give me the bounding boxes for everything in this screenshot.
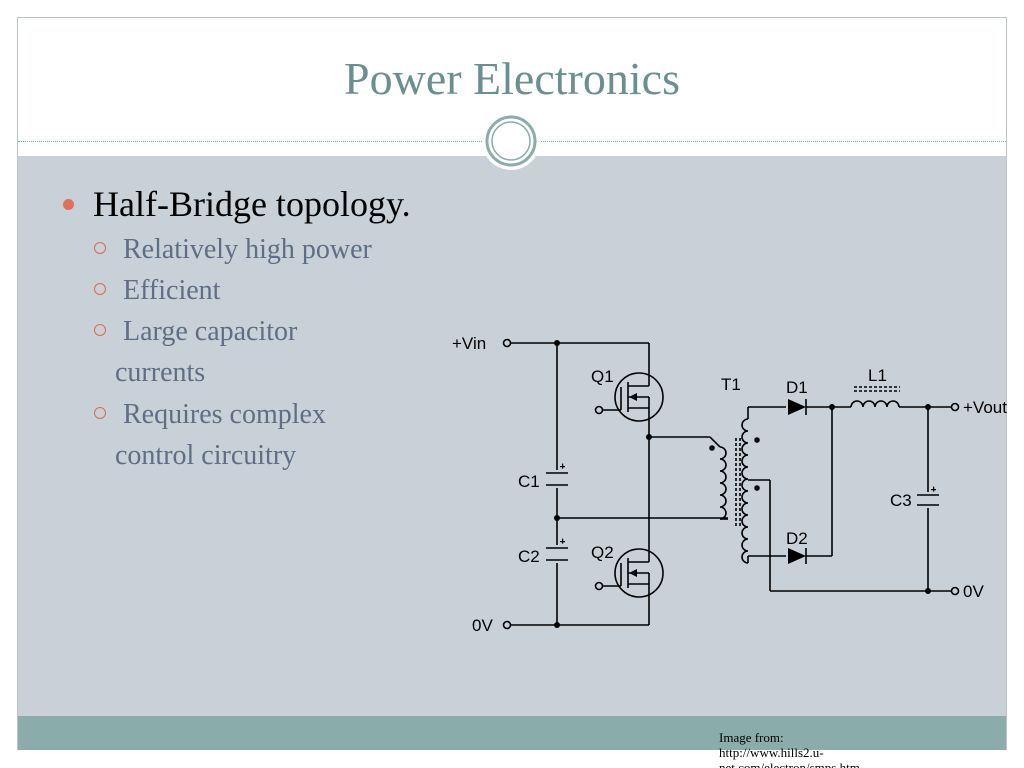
footer-band xyxy=(18,716,1006,750)
label-c2: C2 xyxy=(518,547,540,566)
label-0v-in: 0V xyxy=(472,616,493,635)
ring-bullet-icon xyxy=(94,242,106,254)
content-panel xyxy=(18,156,1006,716)
credit-url-cont: net.com/electron/smps.htm xyxy=(719,760,860,768)
label-c1: C1 xyxy=(518,472,540,491)
label-d2: D2 xyxy=(786,529,808,548)
sub-bullet-text-cont: currents xyxy=(115,357,206,388)
credit-url: http://www.hills2.u- xyxy=(719,745,824,760)
circle-ornament-icon xyxy=(482,112,540,170)
label-q1: Q1 xyxy=(591,367,614,386)
bullet-main-text: Half-Bridge topology. xyxy=(93,184,411,224)
label-q2: Q2 xyxy=(591,543,614,562)
label-d1: D1 xyxy=(786,378,808,397)
bullet-dot-icon xyxy=(63,199,74,210)
label-l1: L1 xyxy=(868,366,887,385)
sub-bullet-text: Requires complex xyxy=(123,399,326,430)
label-c3: C3 xyxy=(890,491,912,510)
slide-title: Power Electronics xyxy=(344,53,680,104)
image-credit: Image from: http://www.hills2.u- net.com… xyxy=(719,730,899,768)
sub-bullet-text: Relatively high power xyxy=(123,234,372,265)
ring-bullet-icon xyxy=(94,407,106,419)
half-bridge-schematic: +Vin 0V +Vout 0V Q1 Q2 C1 C2 C3 T1 D1 D2… xyxy=(452,334,1007,635)
label-t1: T1 xyxy=(721,375,741,394)
ring-bullet-icon xyxy=(94,324,106,336)
ring-bullet-icon xyxy=(94,283,106,295)
sub-bullet-text: Efficient xyxy=(123,275,221,306)
label-0v-out: 0V xyxy=(963,582,984,601)
sub-bullet-text-cont: control circuitry xyxy=(115,440,297,471)
sub-bullet-text: Large capacitor xyxy=(123,316,298,347)
label-vout: +Vout xyxy=(963,398,1007,417)
credit-line: Image from: xyxy=(719,730,784,745)
label-vin: +Vin xyxy=(452,334,486,353)
